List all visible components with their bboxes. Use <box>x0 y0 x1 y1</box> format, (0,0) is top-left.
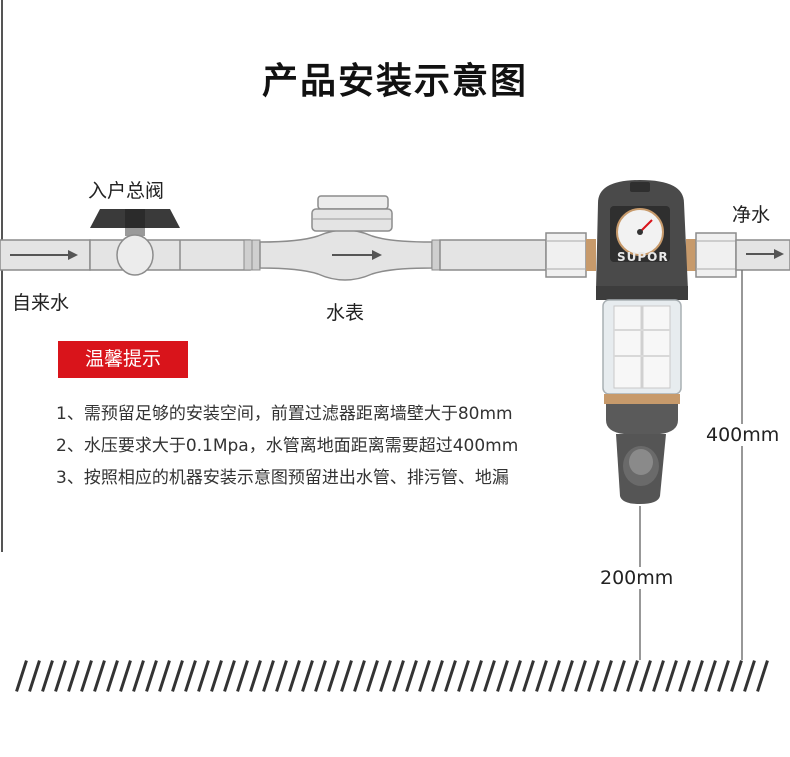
main-valve <box>90 209 180 276</box>
tip-item-1: 1、需预留足够的安装空间，前置过滤器距离墙壁大于80mm <box>56 404 513 424</box>
flow-arrow-in <box>10 250 78 260</box>
tip-item-2: 2、水压要求大于0.1Mpa，水管离地面距离需要超过400mm <box>56 436 519 456</box>
brand-logo: SUPOR <box>617 250 669 264</box>
tips-heading: 温馨提示 <box>58 341 188 378</box>
tap-water-label: 自来水 <box>12 292 70 314</box>
water-meter-label: 水表 <box>326 302 365 324</box>
tip-item-3: 3、按照相应的机器安装示意图预留进出水管、排污管、地漏 <box>56 468 509 488</box>
outlet-connector <box>686 232 737 278</box>
flow-arrow-out <box>746 249 784 259</box>
dimension-400-label: 400mm <box>704 424 782 446</box>
clean-water-label: 净水 <box>732 204 771 226</box>
pipe-valve-section <box>89 239 251 271</box>
prefilter-unit <box>596 180 688 504</box>
pipe-to-filter <box>439 239 547 271</box>
inlet-connector <box>545 232 596 278</box>
dimension-200-label: 200mm <box>598 567 676 589</box>
main-valve-label: 入户总阀 <box>88 180 165 202</box>
water-meter <box>251 195 441 281</box>
page-title: 产品安装示意图 <box>261 61 528 102</box>
ground-hatch <box>15 660 769 692</box>
